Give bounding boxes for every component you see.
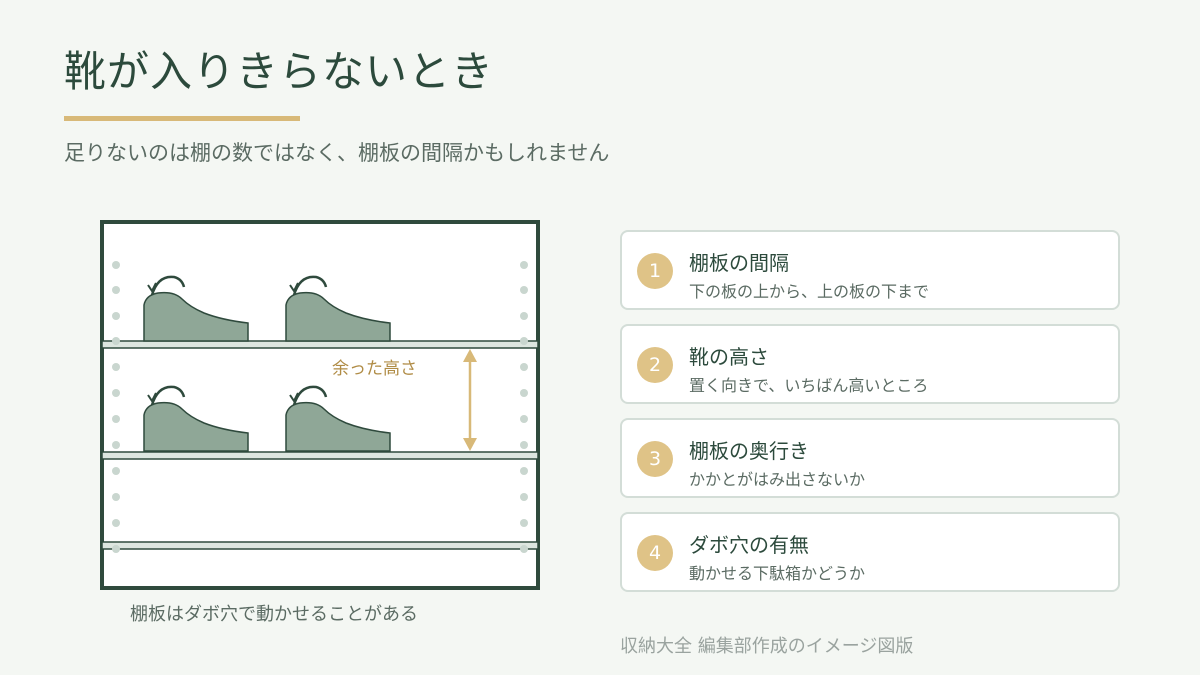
page-subtitle: 足りないのは棚の数ではなく、棚板の間隔かもしれません	[64, 141, 610, 165]
page-title: 靴が入りきらないとき	[64, 47, 495, 96]
shoe-cabinet-diagram: 余った高さ	[98, 218, 548, 597]
shoe-icon	[143, 275, 249, 342]
step-number-badge: 4	[637, 535, 673, 571]
step-number-badge: 3	[637, 441, 673, 477]
checklist-item-shelf-spacing: 1 棚板の間隔 下の板の上から、上の板の下まで	[620, 230, 1120, 310]
image-credit: 収納大全 編集部作成のイメージ図版	[620, 636, 914, 657]
shoe-icon	[285, 385, 391, 452]
step-number-badge: 2	[637, 347, 673, 383]
shelf-board-2	[101, 451, 539, 460]
spare-height-arrow	[463, 349, 477, 451]
spare-height-label: 余った高さ	[332, 359, 417, 379]
dowel-holes-left	[112, 261, 120, 553]
dowel-holes-right	[520, 261, 528, 553]
item-heading: ダボ穴の有無	[689, 533, 809, 557]
shoe-icon	[285, 275, 391, 342]
item-description: 動かせる下駄箱かどうか	[689, 564, 866, 583]
shoe-cabinet-svg: 余った高さ	[100, 220, 540, 590]
shelf-board-1	[101, 340, 539, 349]
item-description: 下の板の上から、上の板の下まで	[689, 282, 930, 301]
diagram-caption: 棚板はダボ穴で動かせることがある	[130, 604, 418, 625]
checklist: 1 棚板の間隔 下の板の上から、上の板の下まで 2 靴の高さ 置く向きで、いちば…	[620, 230, 1120, 606]
item-description: 置く向きで、いちばん高いところ	[689, 376, 929, 395]
item-heading: 靴の高さ	[689, 345, 769, 369]
checklist-item-shoe-height: 2 靴の高さ 置く向きで、いちばん高いところ	[620, 324, 1120, 404]
shoe-icon	[143, 385, 249, 452]
item-description: かかとがはみ出さないか	[689, 470, 866, 489]
item-heading: 棚板の間隔	[689, 251, 789, 275]
checklist-item-shelf-depth: 3 棚板の奥行き かかとがはみ出さないか	[620, 418, 1120, 498]
shelf-board-3	[101, 541, 539, 550]
item-heading: 棚板の奥行き	[689, 439, 809, 463]
step-number-badge: 1	[637, 253, 673, 289]
title-underline	[64, 116, 300, 121]
checklist-item-dowel-holes: 4 ダボ穴の有無 動かせる下駄箱かどうか	[620, 512, 1120, 592]
